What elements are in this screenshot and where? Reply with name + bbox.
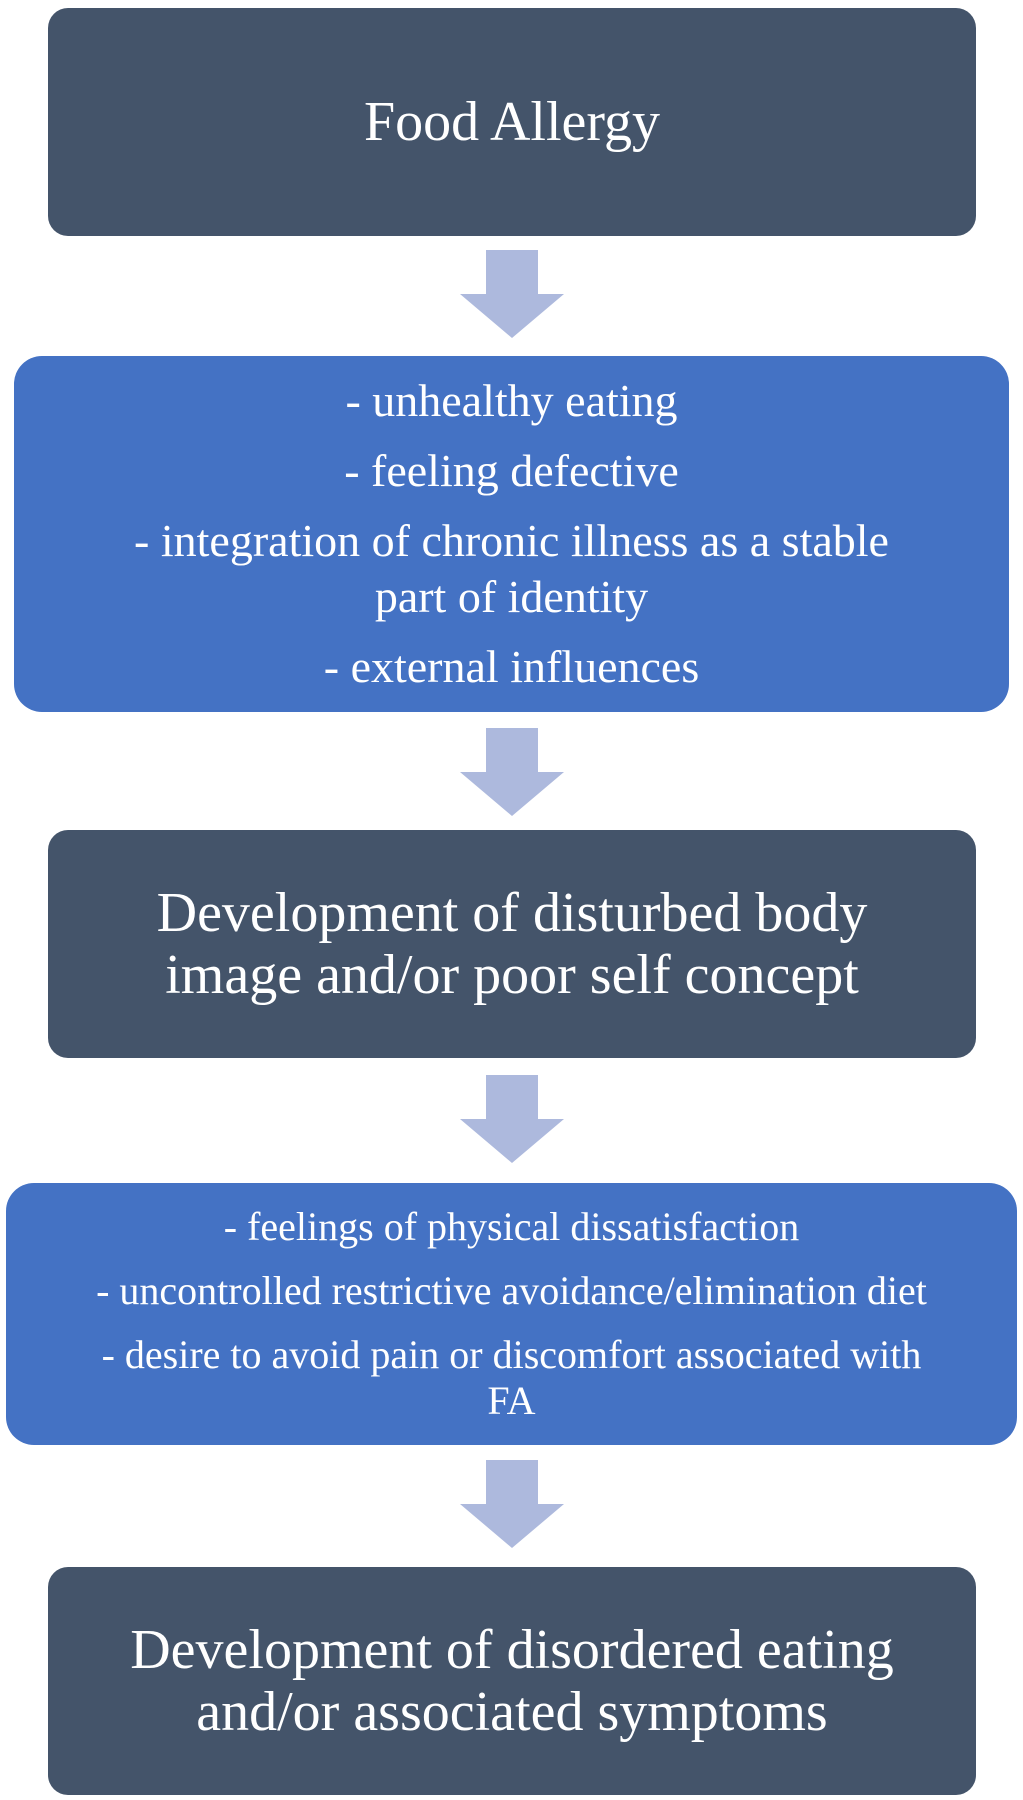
factor-item: - unhealthy eating	[345, 375, 678, 426]
flow-step-dissatisfaction-factors: - feelings of physical dissatisfaction -…	[6, 1183, 1017, 1445]
flow-step-disordered-eating: Development of disordered eating and/or …	[48, 1567, 976, 1795]
flow-step-disturbed-body-image: Development of disturbed body image and/…	[48, 830, 976, 1058]
step-text: Development of disordered eating	[130, 1619, 894, 1681]
factor-item: - feeling defective	[344, 445, 679, 496]
step-text: image and/or poor self concept	[165, 944, 859, 1006]
step-text: Development of disturbed body	[156, 882, 868, 944]
step-text: Food Allergy	[363, 91, 661, 153]
factor-item: - integration of chronic illness as a st…	[134, 515, 889, 622]
factor-item: - uncontrolled restrictive avoidance/eli…	[96, 1268, 927, 1313]
factor-item: - desire to avoid pain or discomfort ass…	[101, 1332, 922, 1423]
flow-step-food-allergy: Food Allergy	[48, 8, 976, 236]
factor-item: - external influences	[323, 641, 700, 692]
flow-step-contributing-factors: - unhealthy eating - feeling defective -…	[14, 356, 1009, 712]
step-text: and/or associated symptoms	[196, 1681, 828, 1743]
down-arrow-icon	[460, 250, 564, 338]
factor-item: - feelings of physical dissatisfaction	[223, 1204, 800, 1249]
down-arrow-icon	[460, 728, 564, 816]
down-arrow-icon	[460, 1075, 564, 1163]
down-arrow-icon	[460, 1460, 564, 1548]
